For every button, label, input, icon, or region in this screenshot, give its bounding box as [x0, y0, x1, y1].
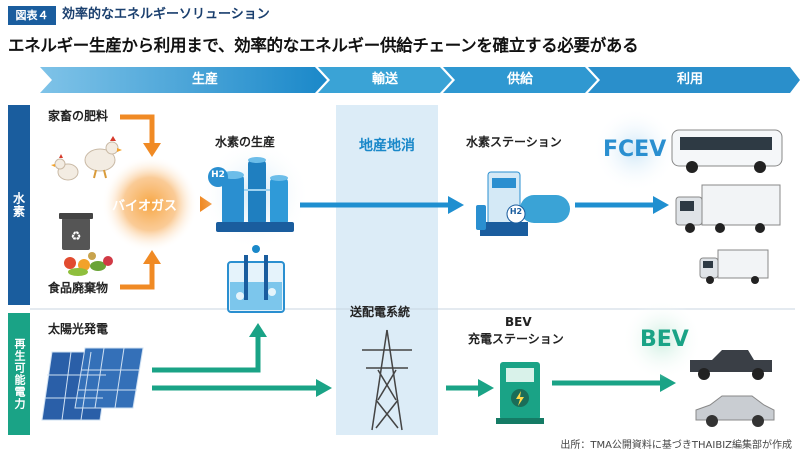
phase-production-label: 生産	[191, 72, 218, 87]
phase-transport-label: 輸送	[371, 72, 398, 87]
phase-usage-chevron	[588, 67, 800, 93]
row-renewable-bar	[8, 313, 30, 435]
biogas-glow	[102, 156, 198, 252]
source-note: 出所：TMA公開資料に基づきTHAIBIZ編集部が作成	[560, 440, 792, 451]
phase-transport-chevron	[318, 67, 452, 93]
local-production-label: 地産地消	[359, 138, 415, 154]
h2-station-icon	[476, 171, 570, 236]
electrolysis-icon	[227, 245, 285, 313]
phase-production-chevron	[40, 67, 327, 93]
h2-badge-icon	[208, 167, 228, 187]
bus-icon	[671, 129, 783, 173]
bev-label: BEV	[640, 327, 689, 352]
phase-supply-chevron	[443, 67, 597, 93]
svg-text:♻: ♻	[71, 229, 82, 243]
orange-arrow-food	[120, 262, 155, 290]
fcev-label: FCEV	[603, 137, 667, 162]
phase-bar	[40, 67, 800, 93]
h2-station-label: 水素ステーション	[466, 135, 562, 149]
biogas-label: バイオガス	[112, 199, 178, 214]
figure-title: 効率的なエネルギーソリューション	[62, 7, 270, 22]
row-hydrogen-label: 水素	[11, 192, 26, 218]
phase-usage-label: 利用	[676, 72, 703, 87]
trash-bin-icon: ♻	[59, 213, 93, 250]
h2-badge-text: H2	[211, 170, 225, 180]
phase-supply-label: 供給	[506, 72, 533, 87]
small-truck-icon	[699, 249, 769, 284]
h2-tank-badge-text: H2	[509, 207, 523, 216]
fcev-glow	[593, 108, 677, 192]
bev-glow	[622, 300, 702, 380]
pickup-truck-icon	[690, 350, 772, 380]
transport-band	[336, 105, 438, 435]
car-icon	[695, 395, 775, 427]
charging-station-icon	[496, 362, 544, 424]
figure-tag: 図表４	[8, 6, 56, 25]
grid-label: 送配電系統	[350, 305, 411, 319]
chicken-icon	[51, 136, 122, 181]
bev-station-label-line2: 充電ステーション	[468, 332, 564, 346]
solar-label: 太陽光発電	[48, 322, 109, 336]
orange-arrow-livestock	[120, 114, 155, 145]
food-waste-icon	[64, 252, 113, 276]
solar-to-electrolysis-arrow	[152, 335, 261, 373]
transmission-tower-icon	[362, 329, 412, 431]
h2-plant-icon	[216, 157, 294, 232]
bev-station-label-line1: BEV	[505, 315, 532, 329]
food-waste-label: 食品廃棄物	[48, 281, 109, 295]
h2-production-label: 水素の生産	[215, 135, 276, 149]
truck-icon	[675, 184, 781, 233]
headline: エネルギー生産から利用まで、効率的なエネルギー供給チェーンを確立する必要がある	[8, 36, 639, 55]
solar-panel-icon	[41, 347, 144, 421]
livestock-manure-label: 家畜の肥料	[48, 109, 109, 123]
row-hydrogen-bar	[8, 105, 30, 305]
row-renewable-label: 再生可能電力	[13, 338, 26, 410]
